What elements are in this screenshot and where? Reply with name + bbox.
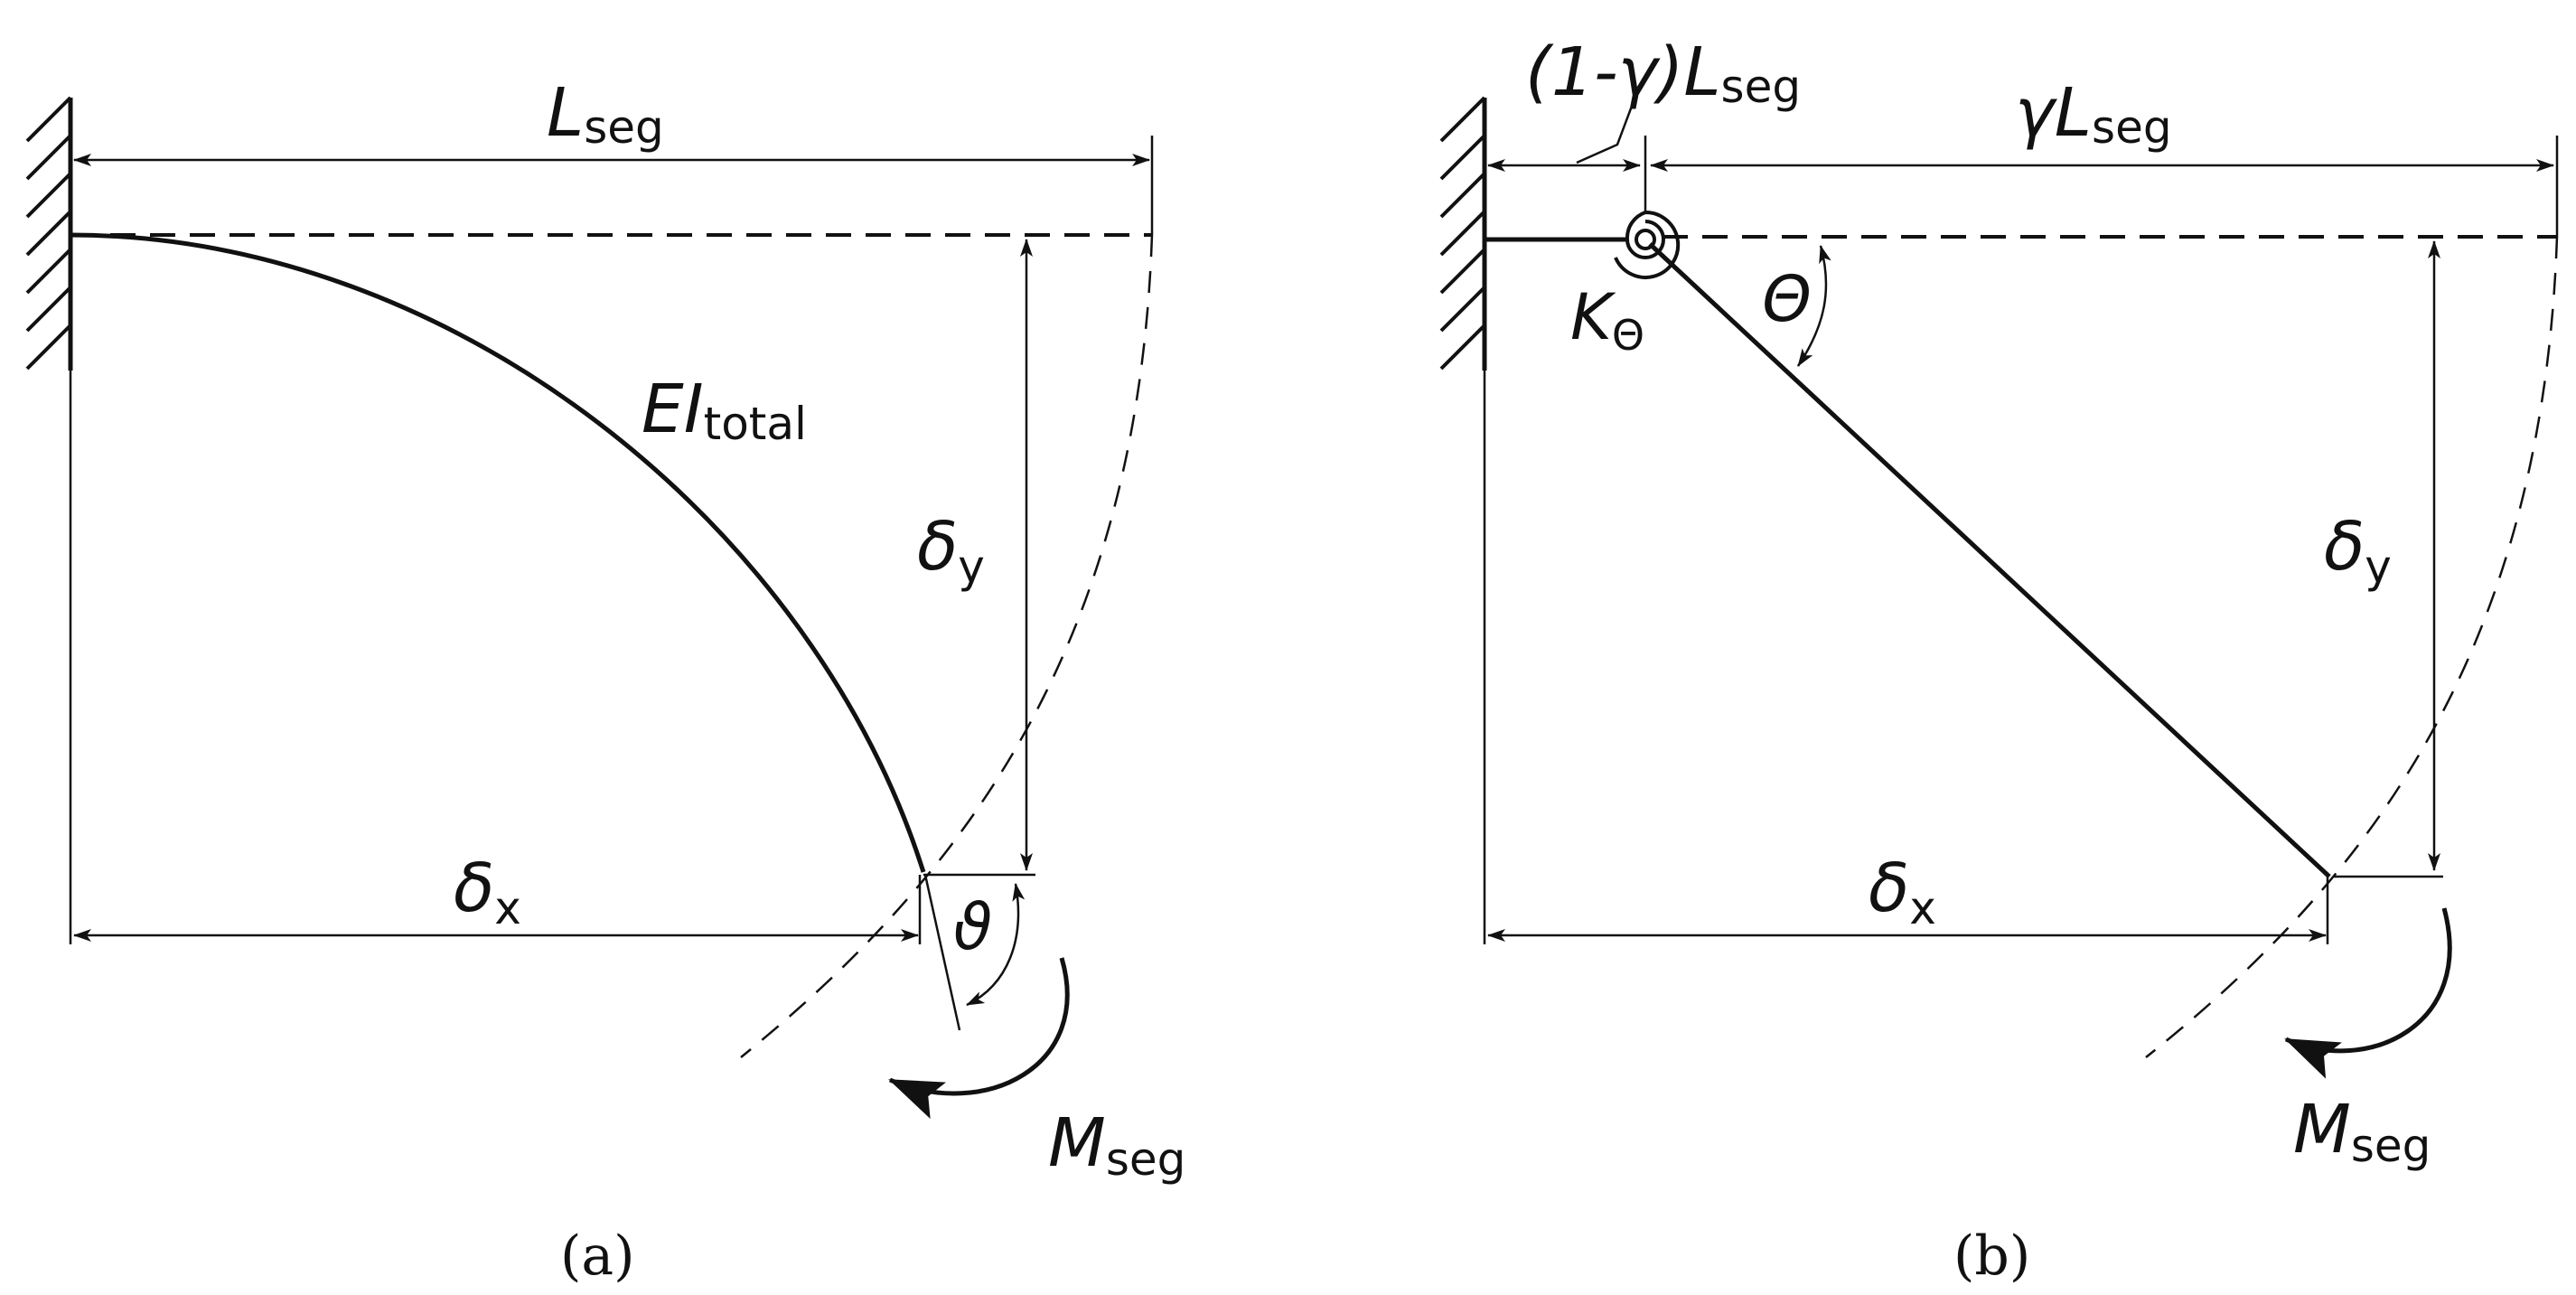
panel-a — [25, 96, 1154, 1120]
panel-b — [1439, 96, 2559, 1079]
left-length-label-b: (1-γ)Lseg — [1525, 33, 1801, 113]
spring-label-b: KΘ — [1570, 280, 1644, 360]
dx-label-b: δx — [1869, 849, 1936, 934]
dy-label-b: δy — [2324, 508, 2392, 593]
moment-arrow-a — [888, 957, 1070, 1120]
rotated-end-line-a — [923, 874, 961, 1031]
angle-label-b: Θ — [1762, 262, 1812, 336]
angle-arc-b — [1796, 245, 1831, 367]
stiffness-label-a: EItotal — [642, 371, 807, 450]
length-label-a: Lseg — [547, 74, 664, 154]
angle-label-a: ϑ — [953, 890, 992, 964]
rotated-rigid-bar-b — [1648, 242, 2331, 878]
wall-hatch-a — [25, 96, 72, 371]
tangent-dashed-arc-a — [740, 234, 1154, 1058]
angle-arc-a — [966, 883, 1026, 1007]
leader-line-b — [1576, 108, 1633, 164]
caption-a: (a) — [560, 1225, 635, 1288]
deflected-beam-curve-a — [70, 232, 926, 873]
wall-hatch-b — [1439, 96, 1486, 371]
dy-label-a: δy — [917, 508, 985, 593]
caption-b: (b) — [1953, 1225, 2030, 1288]
moment-arrow-b — [2284, 907, 2452, 1079]
dx-label-a: δx — [454, 849, 521, 934]
moment-label-a: Mseg — [1048, 1104, 1185, 1186]
moment-label-b: Mseg — [2293, 1091, 2431, 1172]
rotational-spring-b — [1614, 210, 1681, 279]
right-length-label-b: γLseg — [2015, 74, 2172, 154]
